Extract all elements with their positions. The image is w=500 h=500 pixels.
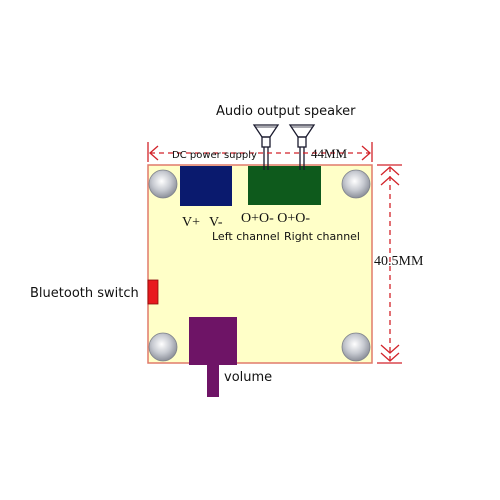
- dc-power-supply-label: DC power supply: [172, 150, 257, 161]
- volume-shaft: [207, 364, 219, 397]
- bluetooth-switch-label: Bluetooth switch: [30, 286, 139, 301]
- mount-hole-top-left: [148, 169, 178, 199]
- speaker-terminal-block: [248, 166, 321, 205]
- bluetooth-switch: [147, 279, 159, 305]
- volume-potentiometer: [189, 317, 237, 365]
- height-dimension-marker: [377, 164, 402, 364]
- speaker-icon-right: [288, 124, 316, 170]
- v-plus-label: V+: [182, 215, 200, 230]
- v-minus-label: V-: [209, 215, 223, 230]
- audio-output-speaker-label: Audio output speaker: [216, 104, 356, 119]
- right-channel-label: Right channel: [284, 230, 360, 243]
- width-dimension-label: 44MM: [311, 146, 348, 161]
- left-channel-label: Left channel: [212, 230, 280, 243]
- speaker-icon-left: [252, 124, 280, 170]
- mount-hole-bottom-left: [148, 332, 178, 362]
- output-pins-label: O+O- O+O-: [241, 211, 310, 226]
- height-dimension-label: 40.5MM: [374, 254, 424, 269]
- width-dimension-marker: [147, 142, 373, 162]
- mount-hole-top-right: [341, 169, 371, 199]
- volume-label: volume: [224, 370, 272, 385]
- mount-hole-bottom-right: [341, 332, 371, 362]
- dc-power-jack: [180, 166, 232, 206]
